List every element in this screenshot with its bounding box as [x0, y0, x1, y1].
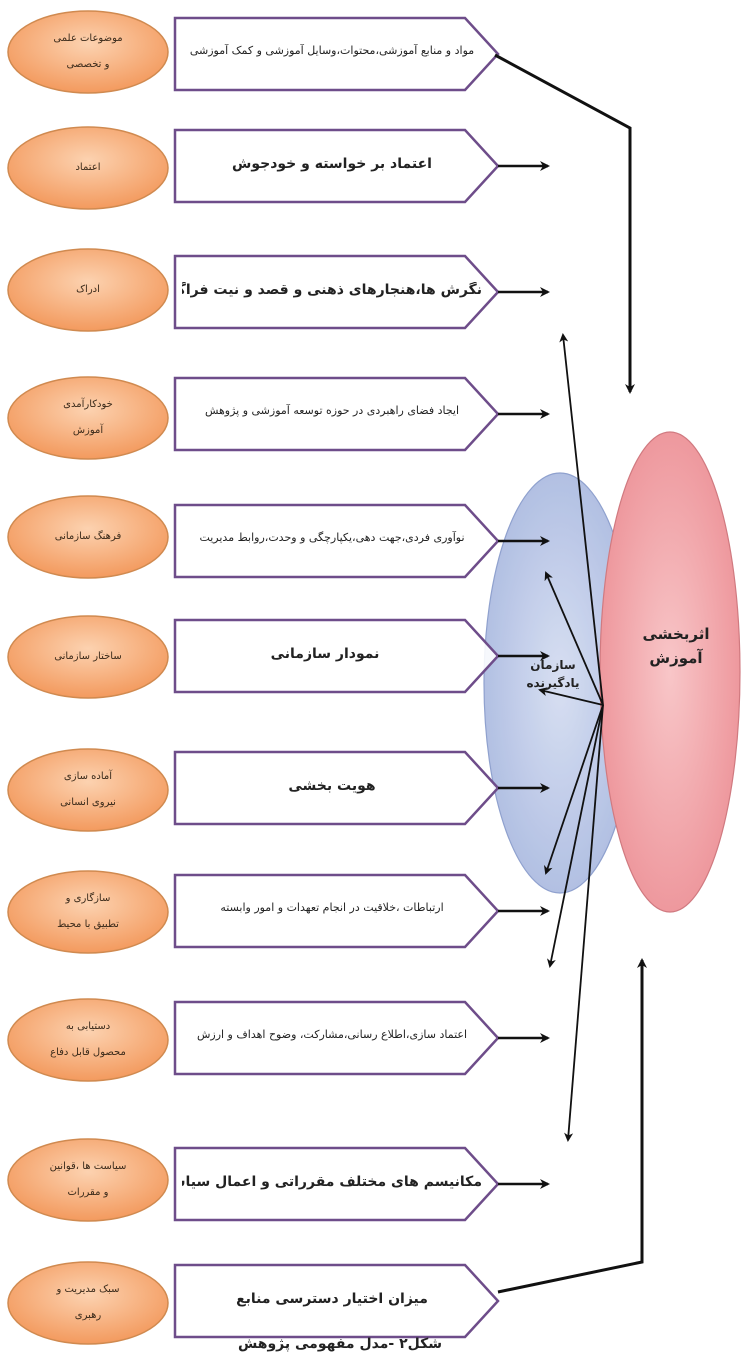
concept-oval-7 [7, 748, 169, 832]
component-box-7 [173, 750, 500, 826]
component-text: نوآوری فردی،جهت دهی،یکپارچگی و وحدت،رواب… [199, 531, 465, 544]
concept-oval-2 [7, 126, 169, 210]
concept-oval-4 [7, 376, 169, 460]
concept-label-3: ادراک [28, 277, 148, 303]
component-text: ایجاد فضای راهبردی در حوزه توسعه آموزشی … [204, 404, 460, 417]
concept-oval-6 [7, 615, 169, 699]
concept-label-line2: نیروی انسانی [60, 797, 116, 808]
learning-org-label: سازمان یادگیرنده [508, 656, 598, 692]
component-box-1 [173, 16, 500, 92]
concept-label-line1: سازگاری و [65, 893, 111, 904]
concept-label-10: سیاست ها ،قوانین و مقررات [28, 1154, 148, 1206]
concept-label-line2: آموزش [72, 425, 104, 436]
component-box-2 [173, 128, 500, 204]
concept-label-line1: فرهنگ سازمانی [54, 531, 122, 542]
component-label-8: ارتباطات ،خلاقیت در انجام تعهدات و امور … [182, 901, 482, 914]
component-box-5 [173, 503, 500, 579]
top-connector-arrow [494, 53, 635, 394]
concept-label-line1: اعتماد [75, 162, 101, 173]
component-box-3 [173, 254, 500, 330]
concept-label-5: فرهنگ سازمانی [28, 524, 148, 550]
concept-label-line2: تطبیق با محیط [57, 919, 119, 930]
concept-oval-3 [7, 248, 169, 332]
fan-arrow-6 [564, 704, 604, 1142]
concept-label-line1: ساختار سازمانی [54, 651, 122, 662]
component-box-6 [173, 618, 500, 694]
concept-oval-8 [7, 870, 169, 954]
concept-label-line1: خودکارآمدی [63, 399, 113, 410]
training-effectiveness-ellipse [599, 431, 741, 913]
fan-arrow-2 [544, 571, 604, 706]
component-label-1: مواد و منابع آموزشی،محتوات،وسایل آموزشی … [182, 44, 482, 57]
training-effectiveness-label: اثربخشی آموزش [626, 622, 726, 670]
component-text: اعتماد سازی،اطلاع رسانی،مشارکت، وضوح اهد… [196, 1028, 468, 1041]
concept-label-1: موضوعات علمی و تخصصی [28, 26, 148, 78]
concept-label-line1: ادراک [76, 284, 100, 295]
concept-oval-10 [7, 1138, 169, 1222]
concept-label-line1: دستیابی به [65, 1021, 111, 1032]
fan-arrow-3 [538, 687, 604, 706]
component-text: نمودار سازمانی [270, 646, 380, 662]
concept-label-6: ساختار سازمانی [28, 644, 148, 670]
component-text: میزان اختیار دسترسی منابع [236, 1291, 428, 1307]
component-label-2: اعتماد بر خواسته و خودجوش [182, 156, 482, 172]
concept-label-2: اعتماد [28, 155, 148, 181]
figure-caption: شکل۲ -مدل مفهومی پژوهش [237, 1336, 443, 1352]
component-label-10: مکانیسم های مختلف مقرراتی و اعمال سیاسته… [182, 1174, 482, 1190]
concept-label-9: دستیابی به محصول قابل دفاع [28, 1014, 148, 1066]
component-label-9: اعتماد سازی،اطلاع رسانی،مشارکت، وضوح اهد… [182, 1028, 482, 1041]
concept-label-line1: سیاست ها ،قوانین [49, 1161, 127, 1172]
concept-oval-9 [7, 998, 169, 1082]
component-text: مکانیسم های مختلف مقرراتی و اعمال سیاسته… [182, 1174, 482, 1190]
bottom-connector-arrow [497, 958, 647, 1294]
component-label-7: هویت بخشی [182, 778, 482, 794]
component-text: ارتباطات ،خلاقیت در انجام تعهدات و امور … [220, 901, 444, 914]
component-text: مواد و منابع آموزشی،محتوات،وسایل آموزشی … [189, 44, 475, 57]
concept-oval-1 [7, 10, 169, 94]
component-box-10 [173, 1146, 500, 1222]
concept-label-line1: موضوعات علمی [53, 33, 123, 44]
concept-label-line1: آماده سازی [63, 771, 113, 782]
concept-label-line2: و مقررات [67, 1187, 109, 1198]
concept-label-line2: رهبری [74, 1310, 102, 1321]
component-label-3: نگرش ها،هنجارهای ذهنی و قصد و نیت فراگیر… [182, 282, 482, 298]
component-box-11 [173, 1263, 500, 1339]
training-eff-line1: اثربخشی [642, 625, 710, 643]
component-text: هویت بخشی [288, 778, 376, 794]
fan-arrow-1 [559, 333, 604, 706]
concept-label-line1: سبک مدیریت و [56, 1284, 120, 1295]
concept-oval-11 [7, 1261, 169, 1345]
component-label-5: نوآوری فردی،جهت دهی،یکپارچگی و وحدت،رواب… [182, 531, 482, 544]
component-box-8 [173, 873, 500, 949]
component-box-4 [173, 376, 500, 452]
concept-label-4: خودکارآمدی آموزش [28, 392, 148, 444]
concept-label-7: آماده سازی نیروی انسانی [28, 764, 148, 816]
component-text: اعتماد بر خواسته و خودجوش [232, 156, 432, 172]
learning-org-line1: سازمان [530, 658, 576, 672]
concept-label-8: سازگاری و تطبیق با محیط [28, 886, 148, 938]
concept-label-11: سبک مدیریت و رهبری [28, 1277, 148, 1329]
fan-arrow-5 [546, 704, 604, 968]
component-text: نگرش ها،هنجارهای ذهنی و قصد و نیت فراگیر… [182, 282, 482, 298]
learning-org-line2: یادگیرنده [526, 676, 580, 690]
component-box-9 [173, 1000, 500, 1076]
training-eff-line2: آموزش [649, 649, 703, 667]
component-label-6: نمودار سازمانی [245, 646, 405, 662]
concept-label-line2: محصول قابل دفاع [50, 1047, 126, 1058]
component-label-11: میزان اختیار دسترسی منابع [182, 1291, 482, 1307]
fan-arrow-4 [543, 704, 604, 875]
concept-oval-5 [7, 495, 169, 579]
concept-label-line2: و تخصصی [66, 59, 110, 70]
component-label-4: ایجاد فضای راهبردی در حوزه توسعه آموزشی … [182, 404, 482, 417]
